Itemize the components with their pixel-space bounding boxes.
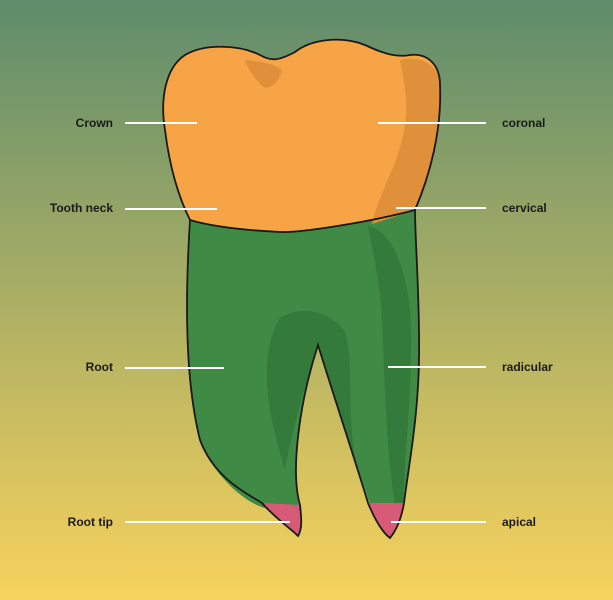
root-shading-right: [368, 226, 412, 505]
tooth-outline: [162, 38, 442, 540]
label-lines: [125, 122, 486, 523]
label-root-tip: Root tip: [67, 515, 113, 529]
tooth-crown: [163, 39, 441, 233]
root-shading-center: [266, 310, 358, 470]
crown-shading-right: [372, 58, 441, 224]
root-tip-left: [262, 503, 302, 536]
label-root: Root: [85, 360, 113, 374]
label-crown: Crown: [75, 116, 113, 130]
label-apical: apical: [502, 515, 537, 529]
tooth: [162, 38, 442, 540]
label-coronal: coronal: [502, 116, 546, 130]
label-radicular: radicular: [502, 360, 553, 374]
label-tooth-neck: Tooth neck: [49, 201, 113, 215]
label-cervical: cervical: [502, 201, 547, 215]
cervical-line: [189, 209, 416, 233]
crown-shading-cusp: [245, 60, 282, 88]
